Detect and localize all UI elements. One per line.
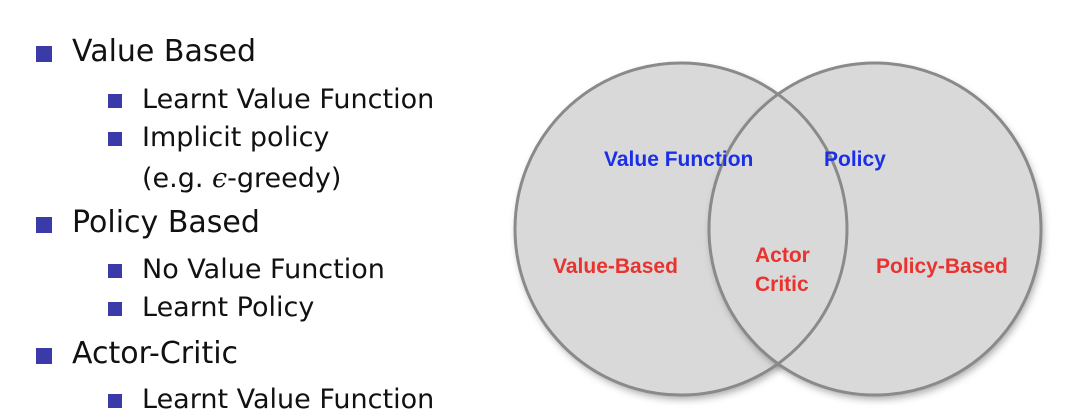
- list-heading-value-based: Value Based: [72, 34, 257, 69]
- venn-label-actor: Actor: [755, 244, 810, 267]
- list-item-note: (e.g. ϵ-greedy): [142, 165, 341, 192]
- list-item-learnt-policy: Learnt Policy: [142, 292, 315, 323]
- venn-label-critic: Critic: [755, 273, 809, 296]
- bullet-square-icon: [36, 46, 52, 62]
- bullet-square-icon: [108, 94, 122, 108]
- bullet-square-icon: [108, 132, 122, 146]
- list-item-implicit-policy: Implicit policy: [142, 122, 330, 153]
- venn-label-value-function: Value Function: [604, 148, 753, 171]
- list-heading-actor-critic: Actor-Critic: [72, 336, 239, 371]
- list-item-learnt-value-function-2: Learnt Value Function: [142, 384, 435, 415]
- note-prefix: (e.g.: [142, 163, 213, 194]
- venn-label-policy-based: Policy-Based: [876, 255, 1008, 278]
- venn-label-value-based: Value-Based: [553, 255, 678, 278]
- bullet-square-icon: [36, 348, 52, 364]
- policy-circle: [709, 63, 1041, 395]
- venn-label-policy: Policy: [824, 148, 886, 171]
- bullet-square-icon: [108, 302, 122, 316]
- list-heading-policy-based: Policy Based: [72, 205, 260, 240]
- epsilon-symbol: ϵ: [212, 163, 228, 194]
- note-suffix: -greedy): [227, 163, 342, 194]
- bullet-square-icon: [108, 264, 122, 278]
- bullet-square-icon: [36, 217, 52, 233]
- value-function-circle-outline: [513, 61, 849, 397]
- list-item-no-value-function: No Value Function: [142, 254, 385, 285]
- list-item-learnt-value-function: Learnt Value Function: [142, 84, 435, 115]
- policy-circle-outline: [707, 61, 1043, 397]
- bullet-square-icon: [108, 394, 122, 408]
